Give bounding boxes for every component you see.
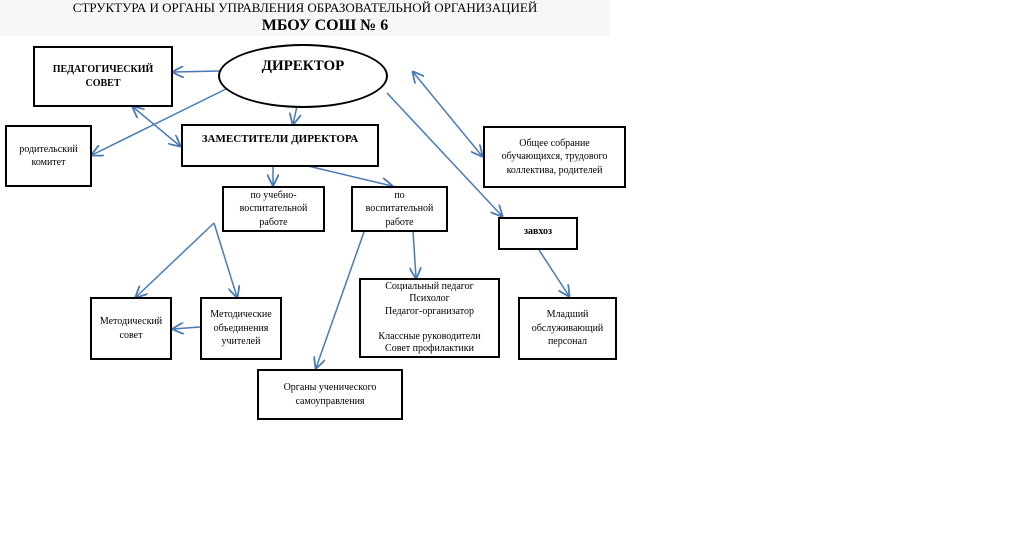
node-method-council: Методический совет [90,297,172,360]
node-deputies: ЗАМЕСТИТЕЛИ ДИРЕКТОРА [181,124,379,167]
node-specialists: Социальный педагог Психолог Педагог-орга… [359,278,500,358]
arrow-director-to-ped-council [173,71,221,72]
arrow-method-unions-to-method-council [173,327,201,329]
page-subtitle: МБОУ СОШ № 6 [261,17,389,34]
node-upbringing-work: по воспитательной работе [351,186,448,232]
arrow-supply-manager-to-junior-staff [538,249,569,296]
node-director: ДИРЕКТОР [218,44,388,108]
node-student-government: Органы ученического самоуправления [257,369,403,420]
header-background [0,0,610,36]
node-edu-work: по учебно- воспитательной работе [222,186,325,232]
arrow-edu-work-to-method-unions [213,222,237,297]
node-junior-staff: Младший обслуживающий персонал [518,297,617,360]
node-parent-committee: родительский комитет [5,125,92,187]
arrow-edu-work-to-method-council [136,222,215,297]
node-supply-manager: завхоз [498,217,578,250]
node-general-assembly: Общее собрание обучающихся, трудового ко… [483,126,626,188]
arrow-ped-council-deputies [133,107,180,146]
arrow-deputies-to-upbringing-work [307,165,392,186]
page-title: СТРУКТУРА И ОРГАНЫ УПРАВЛЕНИЯ ОБРАЗОВАТЕ… [72,0,538,15]
arrow-upbringing-work-to-student-government [316,231,365,368]
arrow-director-to-general-assembly [413,72,482,156]
node-method-unions: Методические объединения учителей [200,297,282,360]
arrow-upbringing-work-to-specialists [413,230,416,278]
node-ped-council: ПЕДАГОГИЧЕСКИЙ СОВЕТ [33,46,173,107]
